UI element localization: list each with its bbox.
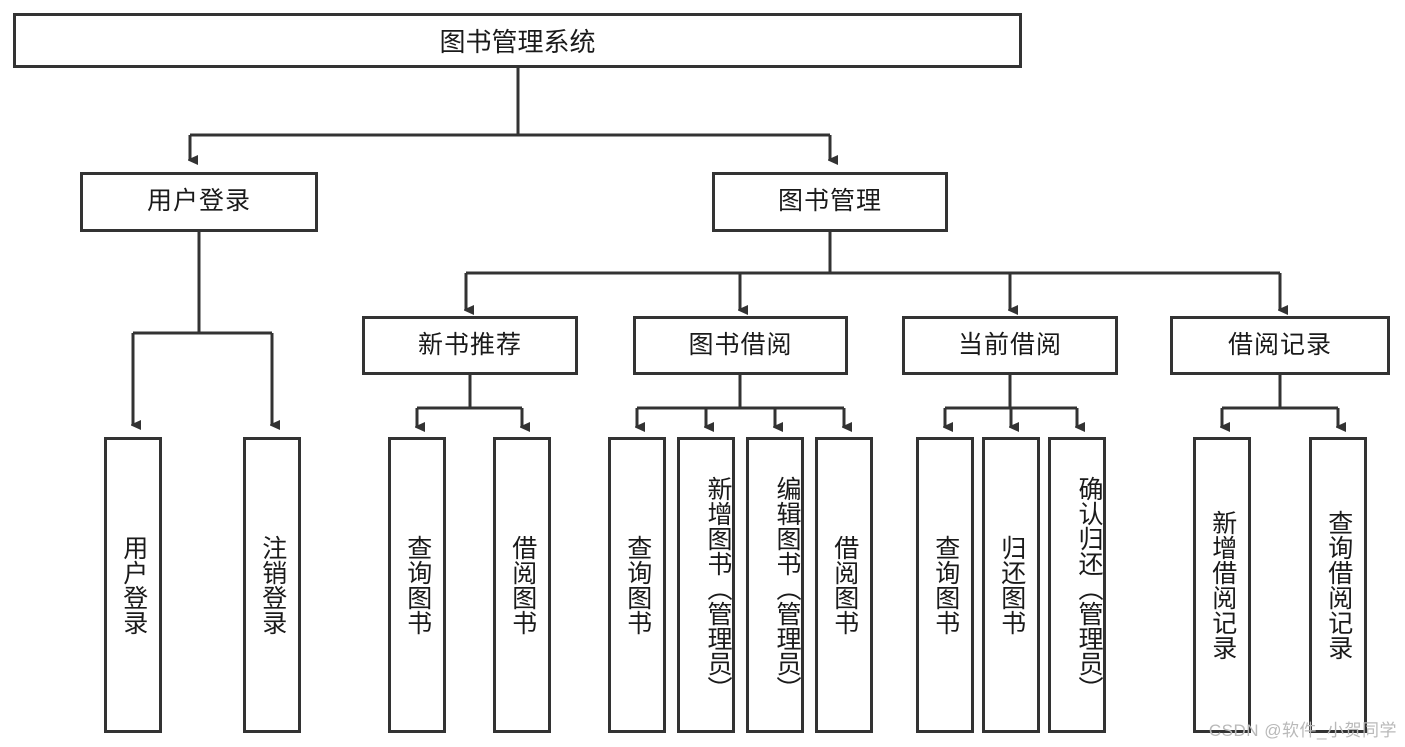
node-borrow-record[interactable]: 借阅记录 — [1170, 316, 1390, 375]
node-current-borrow[interactable]: 当前借阅 — [902, 316, 1118, 375]
leaf-new-book-borrow[interactable]: 借阅图书 — [493, 437, 551, 733]
leaf-user-login-signout[interactable]: 注销登录 — [243, 437, 301, 733]
node-new-book-recommend[interactable]: 新书推荐 — [362, 316, 578, 375]
node-book-management[interactable]: 图书管理 — [712, 172, 948, 232]
leaf-current-borrow-return[interactable]: 归还图书 — [982, 437, 1040, 733]
leaf-current-borrow-confirm-return[interactable]: 确认归还（管理员） — [1048, 437, 1106, 733]
leaf-borrow-record-query[interactable]: 查询借阅记录 — [1309, 437, 1367, 733]
node-book-borrow[interactable]: 图书借阅 — [633, 316, 848, 375]
leaf-book-borrow-lend[interactable]: 借阅图书 — [815, 437, 873, 733]
leaf-user-login-signin[interactable]: 用户登录 — [104, 437, 162, 733]
csdn-watermark: CSDN @软件_小贺同学 — [1208, 721, 1397, 740]
leaf-new-book-query[interactable]: 查询图书 — [388, 437, 446, 733]
leaf-borrow-record-add[interactable]: 新增借阅记录 — [1193, 437, 1251, 733]
leaf-book-borrow-add[interactable]: 新增图书（管理员） — [677, 437, 735, 733]
leaf-current-borrow-query[interactable]: 查询图书 — [916, 437, 974, 733]
leaf-book-borrow-edit[interactable]: 编辑图书（管理员） — [746, 437, 804, 733]
node-root-system[interactable]: 图书管理系统 — [13, 13, 1022, 68]
node-user-login[interactable]: 用户登录 — [80, 172, 318, 232]
leaf-book-borrow-query[interactable]: 查询图书 — [608, 437, 666, 733]
